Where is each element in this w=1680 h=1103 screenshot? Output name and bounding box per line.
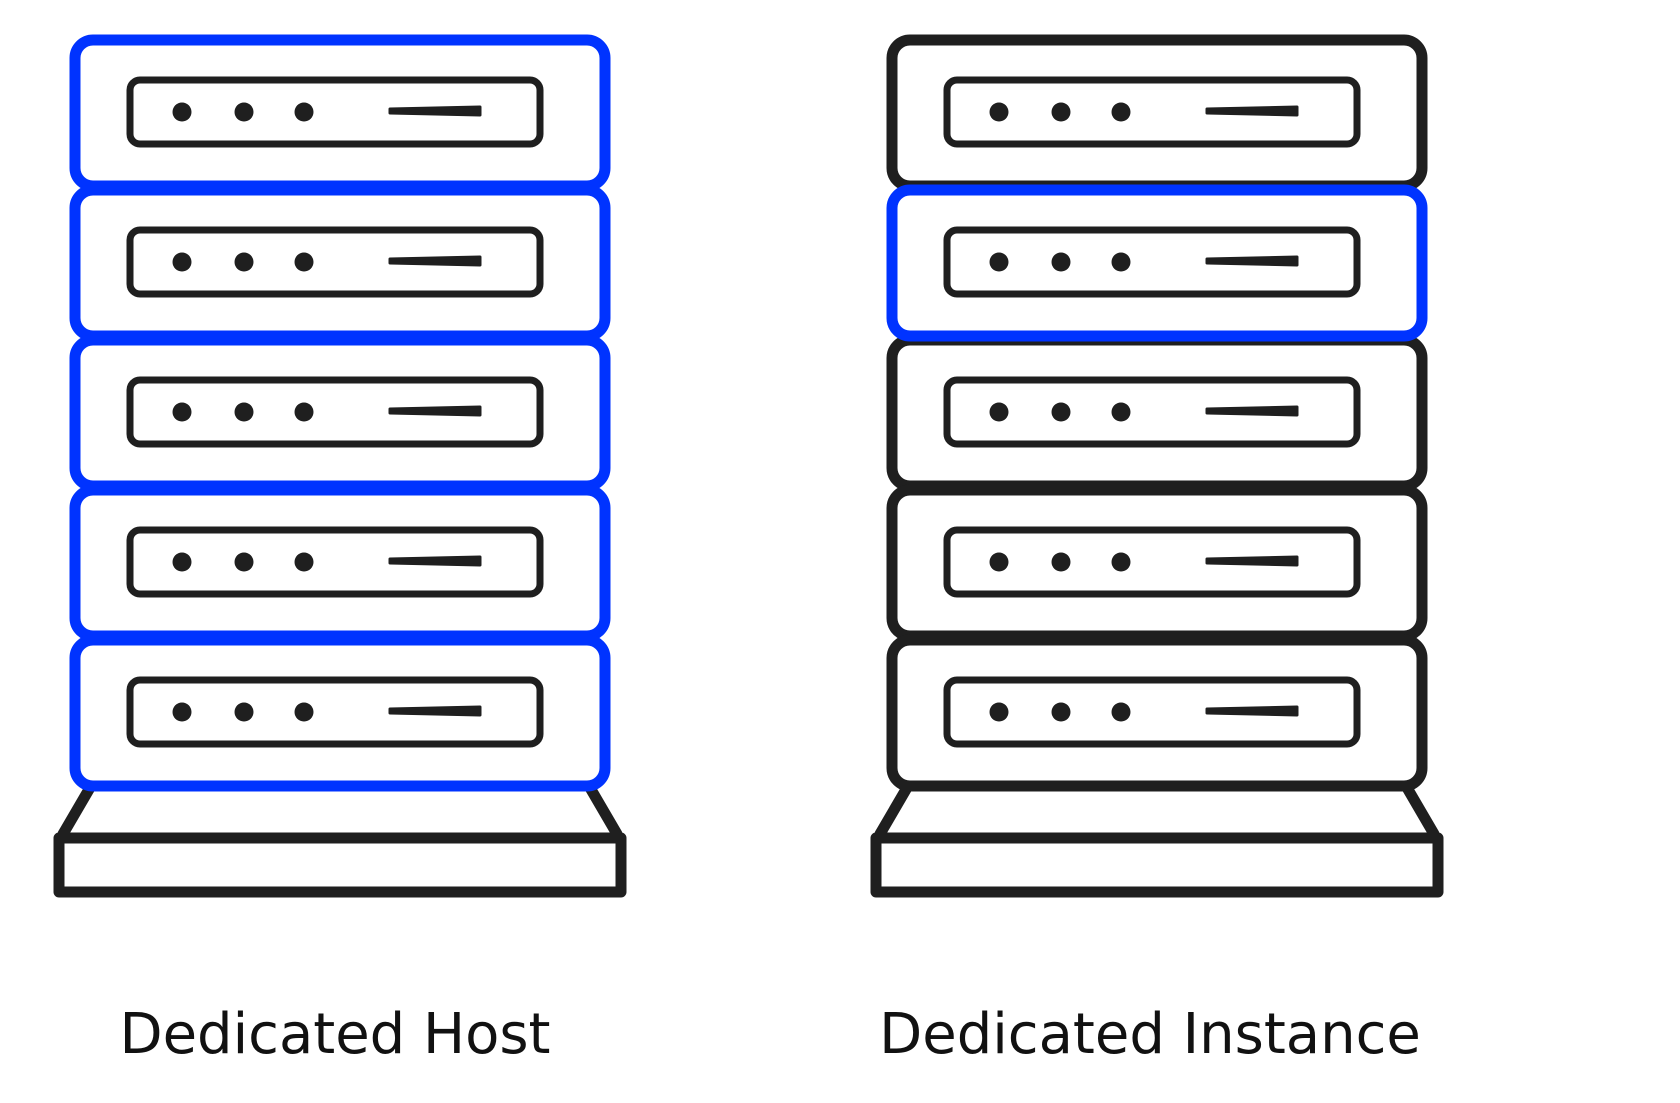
indicator-light (1111, 402, 1131, 422)
rack-base (870, 832, 1444, 898)
indicator-light (1051, 402, 1071, 422)
dedicated-host-label: Dedicated Host (119, 1002, 550, 1067)
indicator-light (1051, 102, 1071, 122)
indicator-light (172, 252, 192, 272)
drive-slot (1205, 105, 1299, 117)
server-outline (886, 334, 1428, 492)
indicator-light (294, 552, 314, 572)
indicator-light (234, 402, 254, 422)
indicator-light (1051, 552, 1071, 572)
server-unit (886, 634, 1428, 792)
rack-leg (57, 780, 623, 840)
server-unit (69, 34, 611, 192)
indicator-light (989, 252, 1009, 272)
indicator-light (1051, 252, 1071, 272)
server-front-panel (126, 676, 544, 748)
indicator-light (234, 702, 254, 722)
dedicated-instance-label: Dedicated Instance (879, 1002, 1421, 1067)
indicator-light (234, 102, 254, 122)
server-front-panel (943, 676, 1361, 748)
server-unit (886, 184, 1428, 342)
indicator-light (1111, 102, 1131, 122)
server-unit (69, 184, 611, 342)
server-unit (69, 634, 611, 792)
indicator-light (234, 552, 254, 572)
dedicated-host-rack (53, 34, 627, 898)
indicator-light (172, 402, 192, 422)
highlighted-server-outline (69, 34, 611, 192)
indicator-light (989, 552, 1009, 572)
indicator-light (294, 252, 314, 272)
highlighted-server-outline (69, 334, 611, 492)
highlighted-server-outline (69, 184, 611, 342)
server-front-panel (126, 76, 544, 148)
server-unit (69, 484, 611, 642)
server-front-panel (943, 226, 1361, 298)
indicator-light (234, 252, 254, 272)
indicator-light (172, 102, 192, 122)
server-front-panel (126, 376, 544, 448)
server-front-panel (943, 376, 1361, 448)
server-unit (886, 334, 1428, 492)
dedicated-instance-rack (870, 34, 1444, 898)
rack-base (53, 832, 627, 898)
drive-slot (1205, 705, 1299, 717)
highlighted-server-outline (69, 484, 611, 642)
server-unit (886, 34, 1428, 192)
drive-slot (1205, 405, 1299, 417)
indicator-light (989, 702, 1009, 722)
indicator-light (294, 702, 314, 722)
indicator-light (172, 702, 192, 722)
server-front-panel (943, 76, 1361, 148)
indicator-light (1051, 702, 1071, 722)
drive-slot (1205, 555, 1299, 567)
server-outline (886, 634, 1428, 792)
drive-slot (1205, 255, 1299, 267)
indicator-light (1111, 252, 1131, 272)
server-unit (886, 484, 1428, 642)
server-front-panel (126, 226, 544, 298)
drive-slot (388, 255, 482, 267)
highlighted-server-outline (69, 634, 611, 792)
server-unit (69, 334, 611, 492)
drive-slot (388, 405, 482, 417)
rack-leg (874, 780, 1440, 840)
indicator-light (294, 402, 314, 422)
drive-slot (388, 555, 482, 567)
highlighted-server-outline (886, 184, 1428, 342)
drive-slot (388, 705, 482, 717)
indicator-light (1111, 552, 1131, 572)
indicator-light (294, 102, 314, 122)
indicator-light (989, 102, 1009, 122)
server-front-panel (126, 526, 544, 598)
indicator-light (1111, 702, 1131, 722)
drive-slot (388, 105, 482, 117)
indicator-light (989, 402, 1009, 422)
server-front-panel (943, 526, 1361, 598)
indicator-light (172, 552, 192, 572)
server-outline (886, 484, 1428, 642)
server-outline (886, 34, 1428, 192)
